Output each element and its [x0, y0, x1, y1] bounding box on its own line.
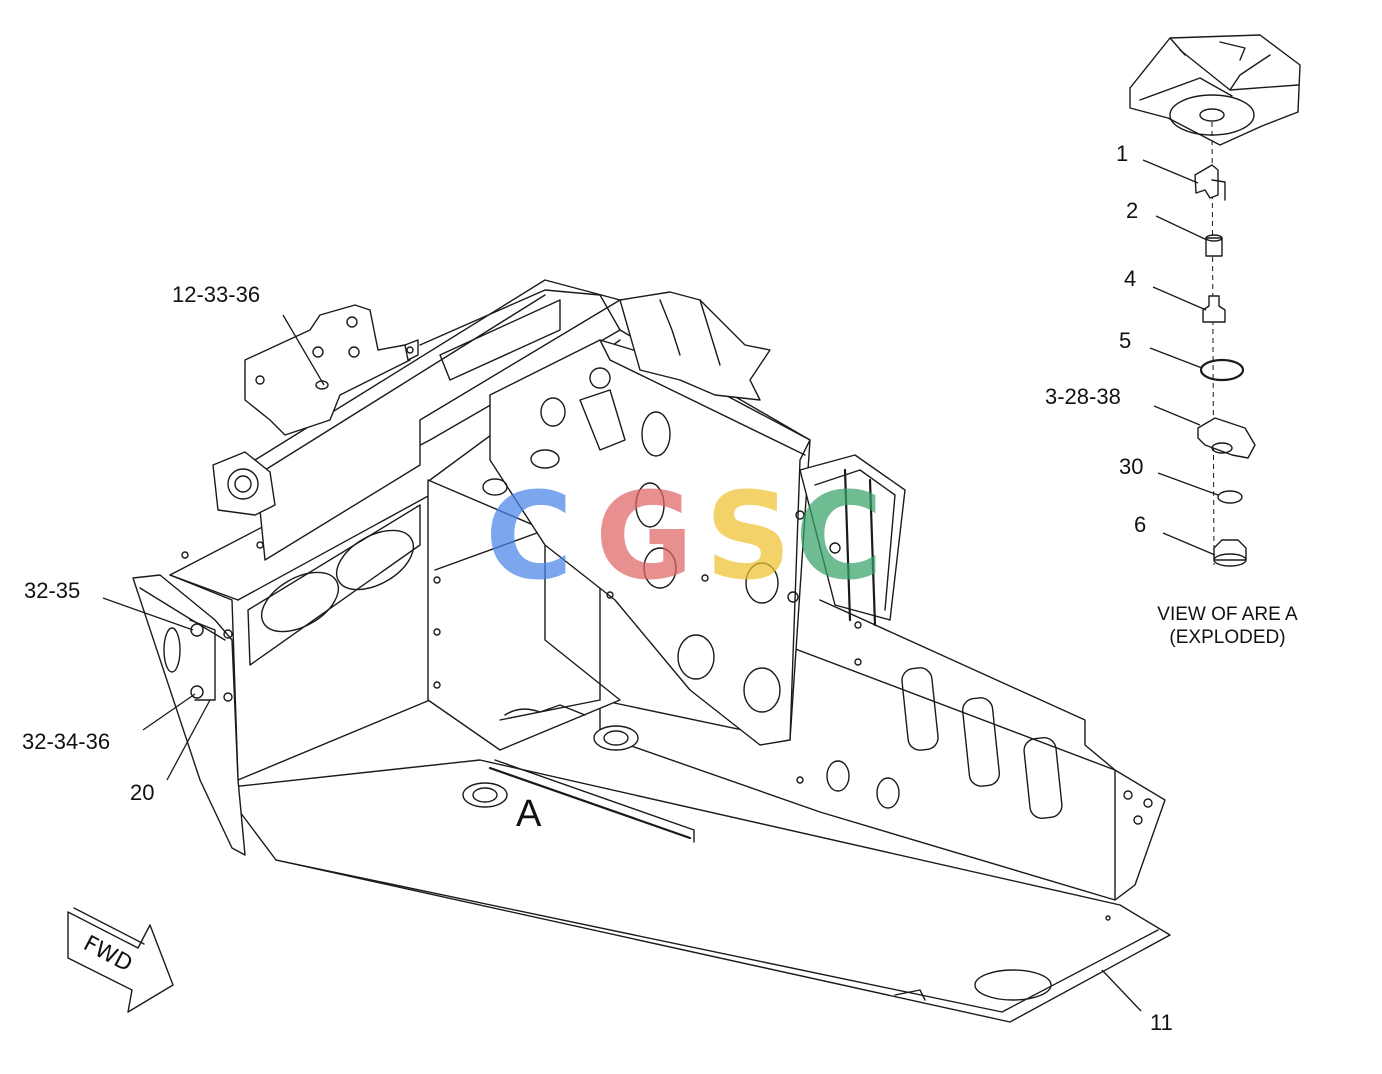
view-caption-line-2: (EXPLODED) — [1169, 626, 1286, 648]
callout-30: 30 — [1119, 454, 1144, 479]
callout-6: 6 — [1134, 512, 1147, 537]
callout-2: 2 — [1126, 198, 1139, 223]
frame-bolts — [181, 346, 1111, 921]
view-caption-line-1: VIEW OF ARE A — [1157, 604, 1298, 625]
watermark-letter-4: C — [795, 468, 884, 607]
fwd-arrow: FWD — [67, 907, 174, 1013]
watermark-letter-3: S — [705, 468, 792, 607]
view-a-marker: A — [516, 793, 542, 835]
callout-5: 5 — [1119, 328, 1132, 353]
callout-32-35: 32-35 — [24, 578, 81, 603]
callout-32-34-36: 32-34-36 — [22, 729, 111, 754]
part-3-bracket — [1197, 417, 1256, 459]
callout-3-28-38: 3-28-38 — [1045, 384, 1121, 409]
part-1-clip — [1194, 164, 1219, 199]
callout-20: 20 — [130, 780, 155, 805]
view-caption: VIEW OF ARE A (EXPLODED) — [1120, 604, 1335, 650]
front-right-support — [799, 454, 906, 621]
leader-lines — [102, 159, 1219, 1012]
watermark-letter-2: G — [595, 468, 694, 607]
part-6-mount — [1213, 539, 1247, 561]
callout-4: 4 — [1124, 266, 1137, 291]
left-end-plate — [132, 574, 246, 856]
frame-assembly — [132, 279, 1171, 1023]
mount-boss — [1129, 34, 1301, 146]
callout-12-33-36: 12-33-36 — [172, 282, 261, 307]
part-4-bolt — [1202, 295, 1226, 323]
top-crossmember — [254, 279, 621, 561]
callout-1: 1 — [1116, 141, 1129, 166]
mount-pads — [462, 449, 639, 808]
exploded-view-a — [1129, 34, 1301, 567]
part-2-sleeve — [1205, 237, 1223, 257]
part-30-washer — [1217, 490, 1243, 504]
watermark-letter-1: C — [485, 468, 574, 607]
callout-11: 11 — [1150, 1010, 1173, 1035]
part-5-o-ring — [1199, 358, 1245, 382]
upper-right-bracket — [619, 291, 771, 401]
